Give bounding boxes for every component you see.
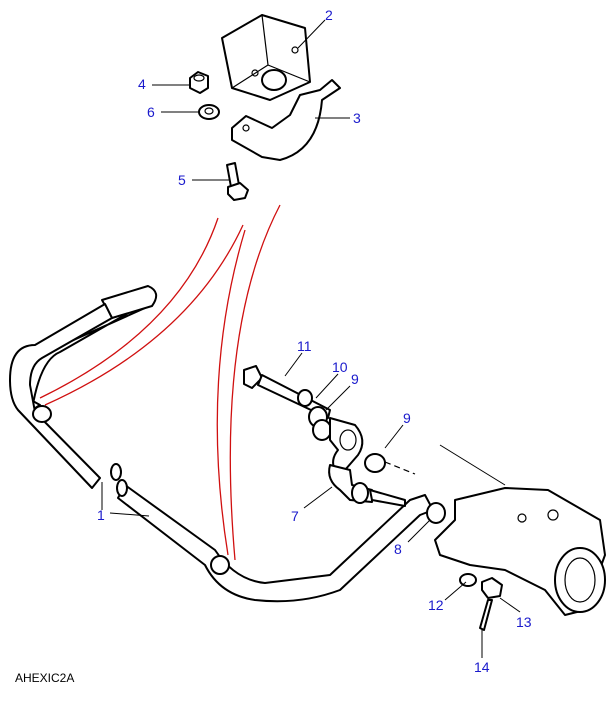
- callout-5: 5: [178, 172, 186, 188]
- callout-2: 2: [325, 7, 333, 23]
- callout-10: 10: [332, 359, 348, 375]
- bush-part: [221, 14, 311, 101]
- callout-4: 4: [138, 76, 146, 92]
- washer-part: [198, 104, 220, 120]
- nut-part: [189, 71, 209, 94]
- callout-7: 7: [291, 508, 299, 524]
- reference-lines: [39, 204, 281, 561]
- callout-11: 11: [297, 338, 312, 354]
- callout-12: 12: [428, 597, 444, 613]
- anti-roll-bar: [9, 285, 434, 603]
- drop-link-parts: [243, 365, 446, 524]
- callout-14: 14: [474, 659, 490, 675]
- callout-3: 3: [353, 110, 361, 126]
- bolt-part: [226, 162, 249, 201]
- callout-8: 8: [394, 541, 402, 557]
- leader-lines: [101, 19, 521, 658]
- callout-labels: 2 4 6 3 5 11 10 9 9 7 1 8 12 13 14 AHEXI…: [15, 7, 532, 685]
- callout-9b: 9: [403, 410, 411, 426]
- axle-bracket: [434, 444, 606, 631]
- clamp-part: [231, 79, 341, 161]
- callout-9a: 9: [351, 371, 359, 387]
- diagram-code: AHEXIC2A: [15, 671, 74, 685]
- callout-13: 13: [516, 614, 532, 630]
- callout-1: 1: [97, 507, 105, 523]
- callout-6: 6: [147, 104, 155, 120]
